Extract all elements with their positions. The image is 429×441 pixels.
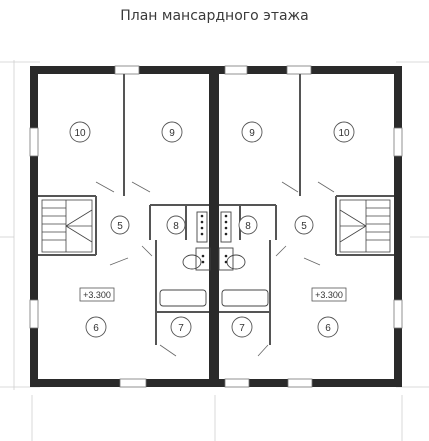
level-marks: +3.300 +3.300 [79, 287, 347, 302]
partitions [38, 74, 394, 345]
room-labels: 10 9 9 10 5 8 8 5 6 7 7 6 [74, 128, 350, 334]
plumbing-dots [200, 214, 228, 264]
outer-walls [30, 66, 402, 387]
room-label: 7 [178, 323, 184, 334]
level-mark-box [311, 287, 347, 302]
level-label: +3.300 [315, 290, 343, 300]
stairs-right [339, 199, 391, 253]
room-label: 9 [249, 128, 255, 139]
room-marker-circle [161, 121, 183, 143]
room-label: 6 [93, 323, 99, 334]
level-label: +3.300 [83, 290, 111, 300]
windows [29, 65, 403, 388]
level-mark-box [79, 287, 115, 302]
room-label: 5 [301, 221, 307, 232]
room-marker-circle [231, 316, 253, 338]
room-label: 8 [245, 221, 251, 232]
room-marker-circle [69, 121, 91, 143]
room-label: 7 [239, 323, 245, 334]
room-label: 10 [338, 128, 350, 139]
room-marker-circle [238, 215, 258, 235]
room-markers [69, 121, 355, 338]
room-marker-circle [241, 121, 263, 143]
room-label: 9 [169, 128, 175, 139]
room-marker-circle [166, 215, 186, 235]
room-label: 5 [117, 221, 123, 232]
door-swings [95, 181, 335, 357]
plan-title: План мансардного этажа [120, 8, 309, 24]
room-marker-circle [170, 316, 192, 338]
room-label: 10 [74, 128, 86, 139]
room-label: 6 [325, 323, 331, 334]
room-label: 8 [173, 221, 179, 232]
plumbing-fixtures [159, 211, 269, 307]
stairs-left [41, 199, 93, 253]
room-marker-circle [85, 316, 107, 338]
room-marker-circle [110, 215, 130, 235]
room-marker-circle [317, 316, 339, 338]
room-marker-circle [294, 215, 314, 235]
room-marker-circle [333, 121, 355, 143]
